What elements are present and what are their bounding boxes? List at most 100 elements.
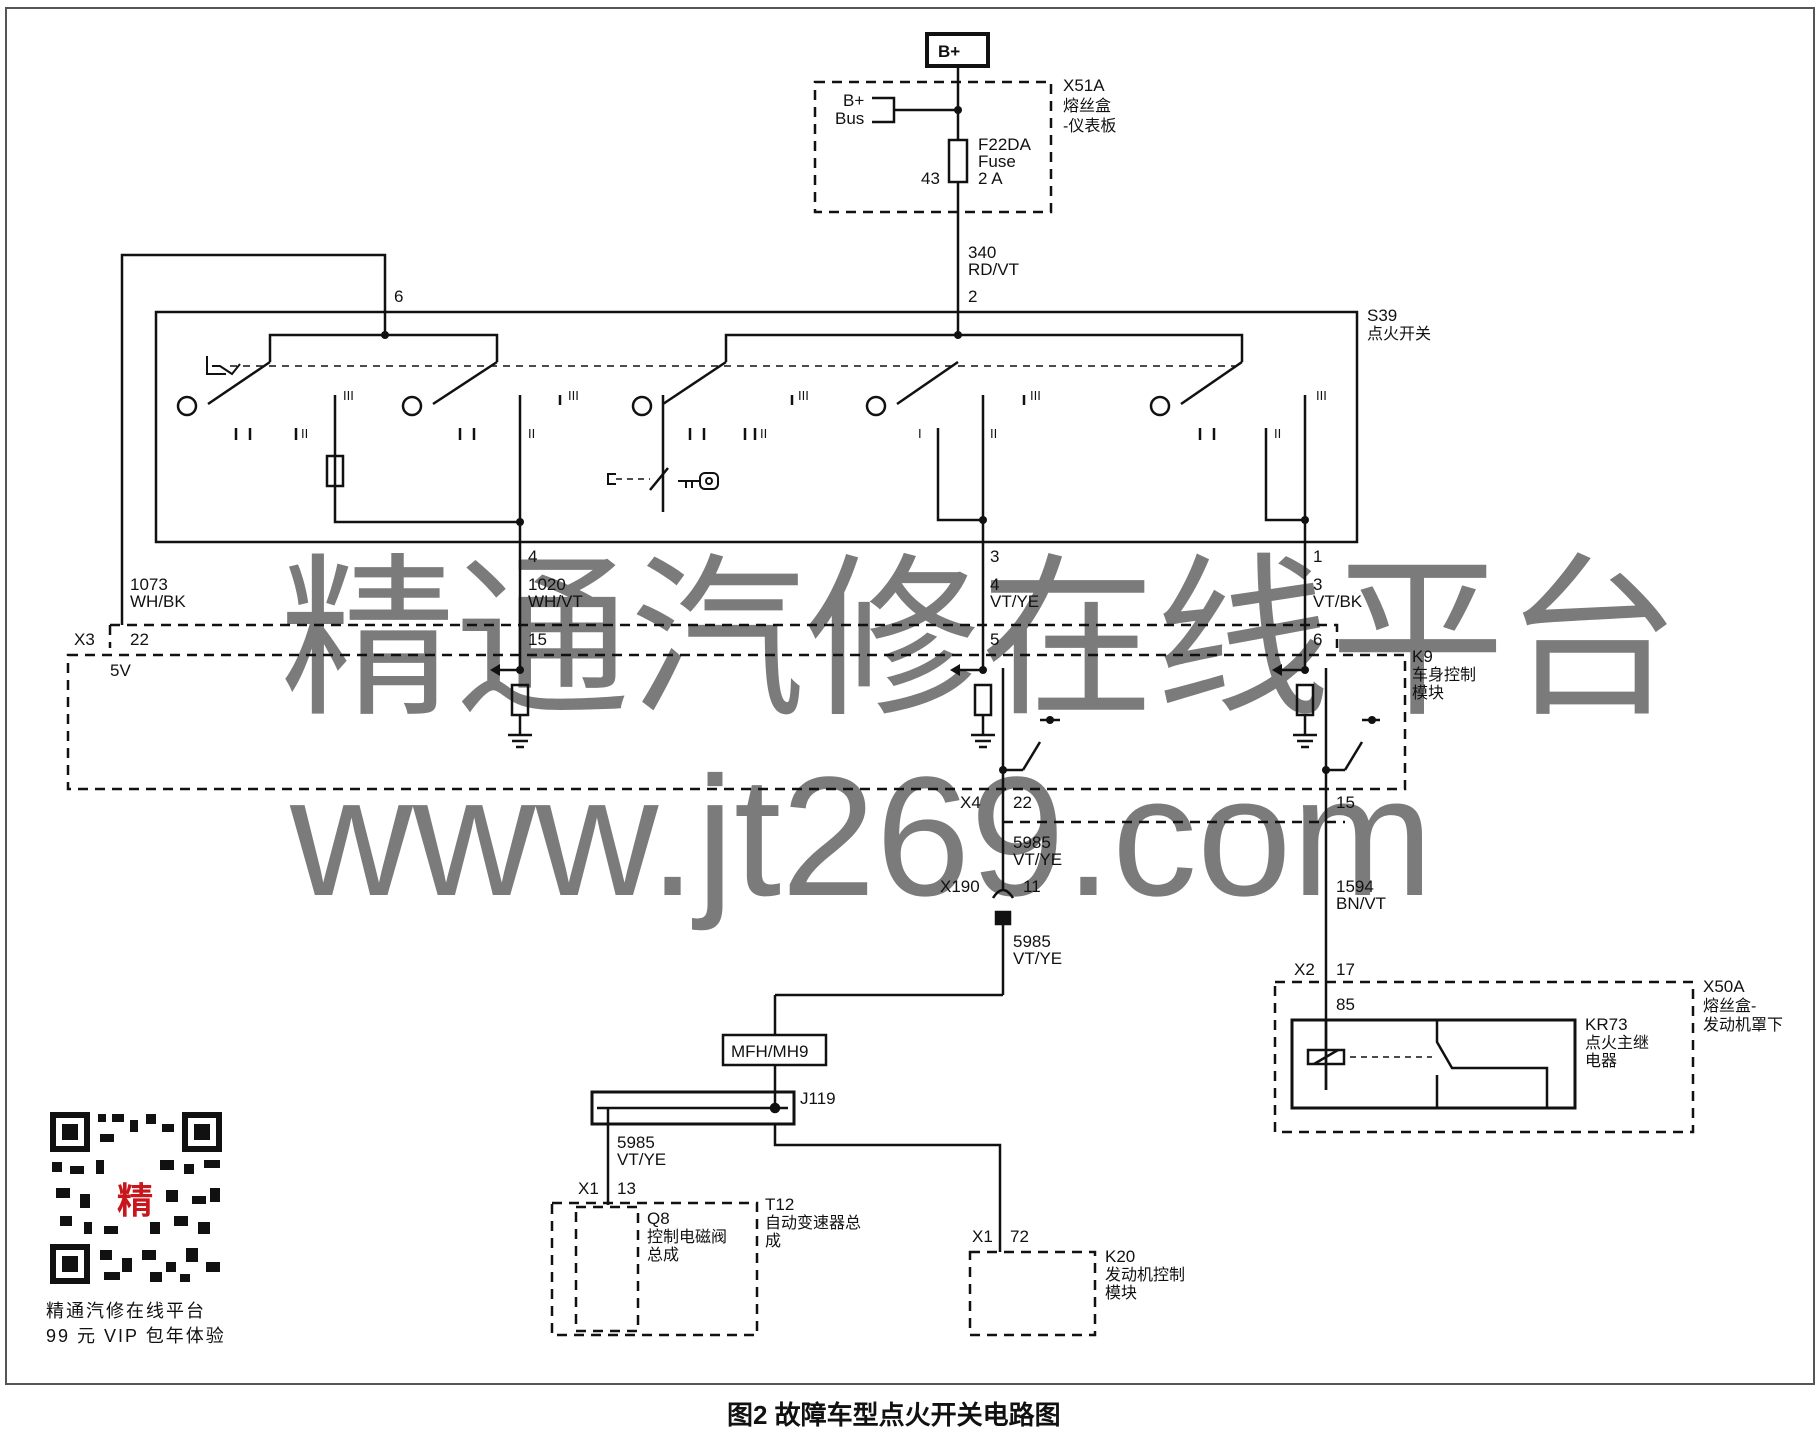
wire-1073-color: WH/BK (130, 592, 186, 611)
k9-5v-label: 5V (110, 661, 131, 680)
position-II-label: II (528, 426, 535, 441)
wire-1020-color: WH/VT (528, 592, 583, 611)
kr73-id: KR73 (1585, 1015, 1628, 1034)
q8-solenoid-box (574, 1205, 640, 1333)
wire-vtye-pin: 4 (990, 575, 999, 594)
x190-pin-11: 11 (1023, 877, 1041, 896)
s39-pin-6: 6 (394, 287, 403, 306)
position-III-label: III (798, 388, 809, 403)
fuse-f22da (947, 138, 969, 184)
s39-id: S39 (1367, 306, 1397, 325)
kr73-name-line2: 电器 (1585, 1052, 1617, 1070)
wire-340-number: 340 (968, 243, 996, 262)
s39-pin-2: 2 (968, 287, 977, 306)
wire-vtye-color: VT/YE (990, 592, 1039, 611)
position-II-label: II (760, 426, 767, 441)
x50a-id: X50A (1703, 977, 1745, 996)
x2-pin-17: 17 (1336, 960, 1355, 979)
switch-pivot (401, 395, 423, 417)
k9-body-control-module (66, 653, 1407, 791)
k9-pin-15: 15 (528, 630, 547, 649)
wire-5985-color: VT/YE (1013, 850, 1062, 869)
t12-name-line2: 成 (765, 1232, 781, 1250)
q8-name-line2: 总成 (647, 1246, 679, 1264)
x50a-name-line2: 发动机罩下 (1703, 1016, 1783, 1034)
fuse-pin: 43 (921, 169, 940, 188)
t12-id: T12 (765, 1195, 794, 1214)
q8-id: Q8 (647, 1209, 670, 1228)
wire-vtbk-color: VT/BK (1313, 592, 1363, 611)
position-III-label: III (1316, 388, 1327, 403)
x51a-id: X51A (1063, 76, 1105, 95)
diagram-frame (5, 7, 1815, 1385)
x2-connector: X2 (1294, 960, 1315, 979)
promo-line2: 99 元 VIP 包年体验 (46, 1326, 226, 1346)
wire-5985-number: 5985 (1013, 932, 1051, 951)
j119-label: J119 (800, 1089, 836, 1108)
position-II-label: II (301, 426, 308, 441)
k20-id: K20 (1105, 1247, 1135, 1266)
s39-pin-1: 1 (1313, 547, 1322, 566)
mfh-mh9-label: MFH/MH9 (731, 1042, 808, 1061)
kr73-name-line1: 点火主继 (1585, 1034, 1649, 1052)
wire-5985-number: 5985 (1013, 833, 1051, 852)
q8-name-line1: 控制电磁阀 (647, 1228, 727, 1246)
fuse-label-line3: 2 A (978, 169, 1003, 188)
accessory-symbol-icon (206, 356, 241, 376)
position-III-label: III (1030, 388, 1041, 403)
t12-name-line1: 自动变速器总 (765, 1214, 861, 1232)
wire-vtbk-pin: 3 (1313, 575, 1322, 594)
k9-id: K9 (1412, 647, 1433, 666)
s39-name: 点火开关 (1367, 325, 1431, 343)
x190-connector: X190 (940, 877, 980, 896)
figure-caption: 图2 故障车型点火开关电路图 (727, 1400, 1061, 1430)
position-III-label: III (568, 388, 579, 403)
k9-pin-22: 22 (130, 630, 149, 649)
k9-pin-5: 5 (990, 630, 999, 649)
wire-5985-number: 5985 (617, 1133, 655, 1152)
position-II-label: II (990, 426, 997, 441)
switch-pivot (176, 395, 198, 417)
x51a-name-line2: -仪表板 (1063, 117, 1116, 135)
x51a-fuse-box (813, 80, 1053, 214)
x4-pin-22: 22 (1013, 793, 1032, 812)
x51a-name-line1: 熔丝盒 (1063, 97, 1111, 115)
t12-transmission-box (550, 1201, 759, 1337)
switch-pivot (865, 395, 887, 417)
wire-5985-color: VT/YE (1013, 949, 1062, 968)
position-III-label: III (343, 388, 354, 403)
wire-1594-number: 1594 (1336, 877, 1374, 896)
position-II-label: II (1274, 426, 1281, 441)
kr73-relay-box (1290, 1018, 1577, 1110)
k9-name-line1: 车身控制 (1412, 666, 1476, 684)
k9-pin-6: 6 (1313, 630, 1322, 649)
bplus-label: B+ (938, 42, 960, 61)
promo-line1: 精通汽修在线平台 (46, 1301, 206, 1321)
key-icon (678, 472, 719, 490)
qr-badge: 精 (117, 1181, 153, 1222)
x4-pin-15: 15 (1336, 793, 1355, 812)
position-I-label: I (918, 426, 922, 441)
wire-5985-color: VT/YE (617, 1150, 666, 1169)
t12-connector-x1: X1 (578, 1179, 599, 1198)
fuse-label-line2: Fuse (978, 152, 1016, 171)
k20-connector-x1: X1 (972, 1227, 993, 1246)
k9-name-line2: 模块 (1412, 684, 1444, 702)
wire-1073-number: 1073 (130, 575, 168, 594)
s39-pin-3: 3 (990, 547, 999, 566)
x4-connector: X4 (960, 793, 981, 812)
switch-pivot (631, 395, 653, 417)
j119-splice (590, 1090, 796, 1126)
qr-code: 精 (46, 1108, 226, 1288)
watermark-line2: www.jt269.com (289, 742, 1433, 932)
wire-340-color: RD/VT (968, 260, 1019, 279)
fuse-label-line1: F22DA (978, 135, 1032, 154)
relay-pin-85: 85 (1336, 995, 1355, 1014)
wire-1020-number: 1020 (528, 575, 566, 594)
wire-1594-color: BN/VT (1336, 894, 1386, 913)
k20-name-line1: 发动机控制 (1105, 1266, 1185, 1284)
bus-label-line2: Bus (835, 109, 864, 128)
s39-ignition-switch-box (154, 310, 1359, 544)
x50a-name-line1: 熔丝盒- (1703, 997, 1756, 1015)
